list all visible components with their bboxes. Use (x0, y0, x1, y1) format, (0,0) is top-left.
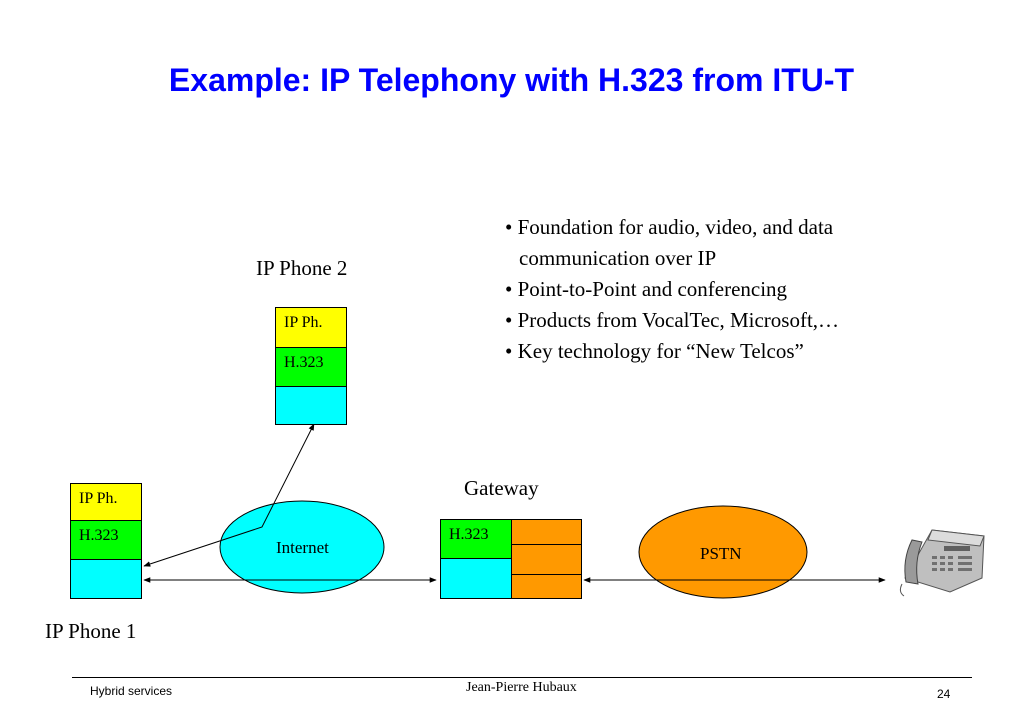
pstn-ellipse (638, 505, 808, 599)
bullet-item: • Products from VocalTec, Microsoft,… (505, 308, 840, 332)
bullet-item: • Foundation for audio, video, and data (505, 215, 834, 239)
stack-network-layer (276, 387, 346, 424)
pstn-layer (512, 575, 581, 598)
footer-author: Jean-Pierre Hubaux (466, 680, 577, 695)
internet-label: Internet (276, 538, 329, 557)
link-phone1-phone2 (143, 423, 315, 567)
telephone-icon (899, 529, 985, 597)
stack-network-layer (71, 560, 141, 598)
gateway-pstn-stack (511, 519, 582, 599)
pstn-layer (512, 520, 581, 545)
pstn-label: PSTN (700, 544, 742, 563)
page-number: 24 (937, 687, 951, 701)
bullet-item: • Point-to-Point and conferencing (505, 277, 788, 301)
bullet-list: • Foundation for audio, video, and data … (505, 212, 985, 367)
ip-phone-1-stack: IP Ph. H.323 (70, 483, 142, 599)
bullet-item-continuation: communication over IP (519, 246, 717, 270)
stack-ip-ph-layer: IP Ph. (276, 308, 346, 348)
stack-ip-ph-layer: IP Ph. (71, 484, 141, 521)
stack-network-layer (441, 559, 511, 598)
stack-h323-layer: H.323 (276, 348, 346, 387)
footer-divider (72, 677, 972, 678)
gateway-ip-stack: H.323 (440, 519, 512, 599)
pstn-layer (512, 545, 581, 575)
footer-left: Hybrid services (90, 684, 173, 698)
ip-phone-2-label: IP Phone 2 (256, 256, 348, 280)
bullet-item: • Key technology for “New Telcos” (505, 339, 804, 363)
stack-h323-layer: H.323 (71, 521, 141, 560)
slide-title: Example: IP Telephony with H.323 from IT… (168, 62, 855, 98)
stack-h323-layer: H.323 (441, 520, 511, 559)
ip-phone-1-label: IP Phone 1 (45, 619, 137, 643)
gateway-label: Gateway (464, 476, 539, 500)
ip-phone-2-stack: IP Ph. H.323 (275, 307, 347, 425)
